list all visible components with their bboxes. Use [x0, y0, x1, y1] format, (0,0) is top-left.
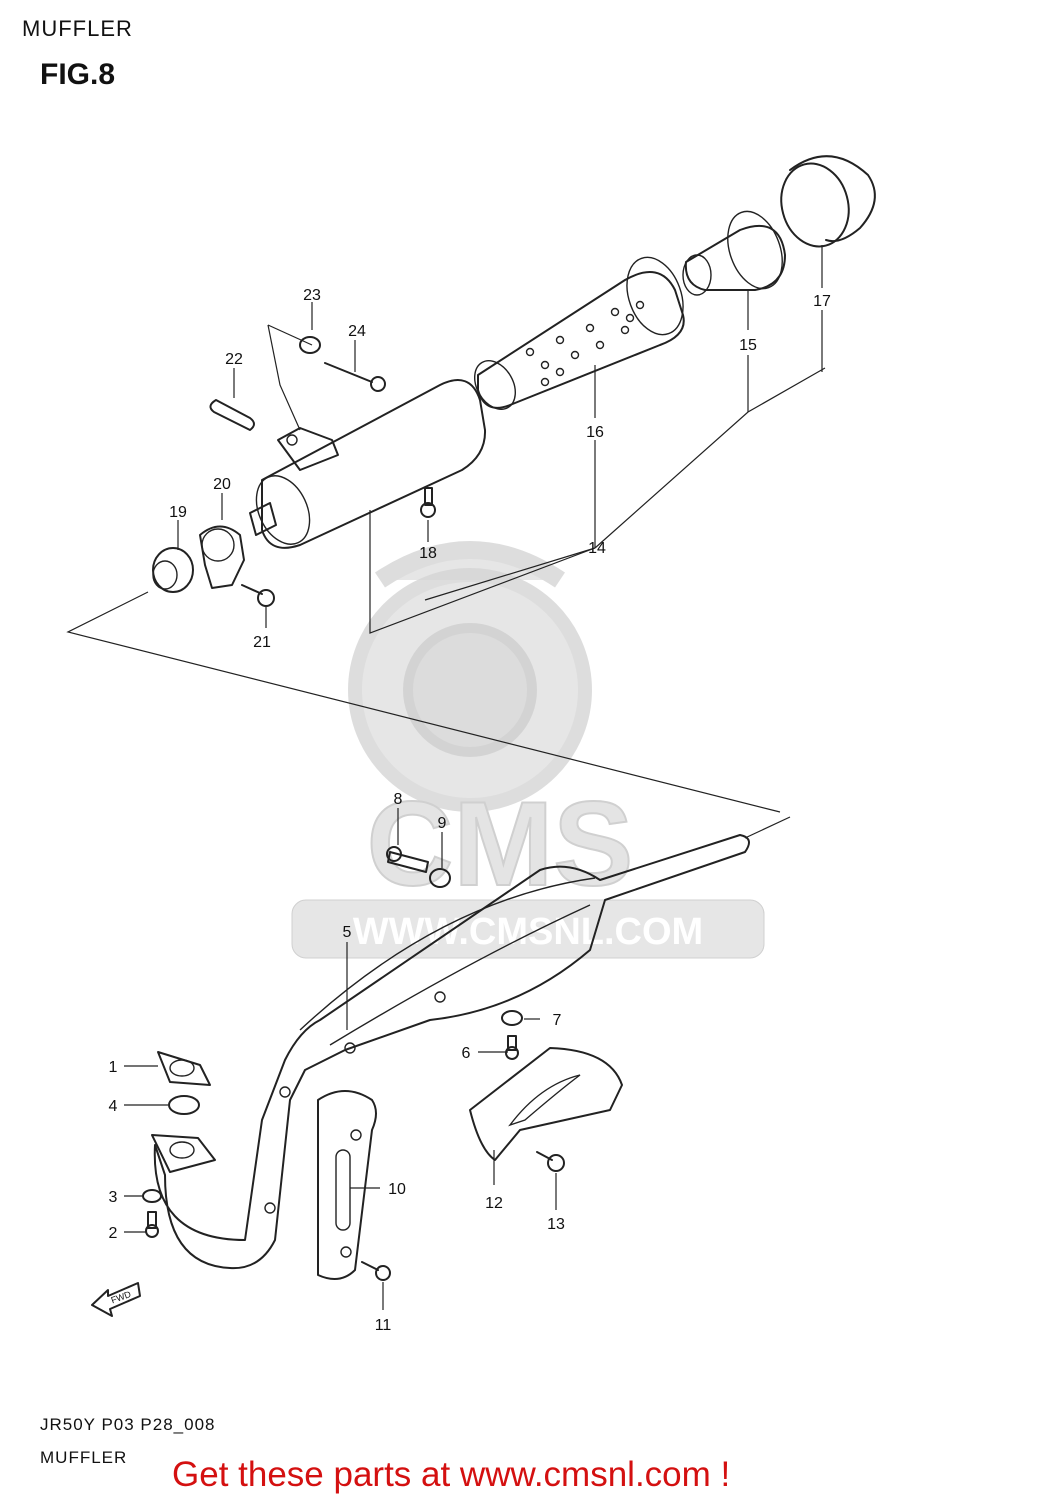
model-code: JR50Y P03 P28_008 — [40, 1415, 216, 1434]
callout-13: 13 — [547, 1216, 565, 1233]
callout-16: 16 — [586, 424, 604, 441]
callout-20: 20 — [213, 476, 231, 493]
callout-9: 9 — [438, 815, 447, 832]
callout-7: 7 — [553, 1012, 562, 1029]
section-title: MUFFLER — [22, 16, 133, 41]
callout-22: 22 — [225, 351, 243, 368]
callout-1: 1 — [109, 1059, 118, 1076]
callout-15: 15 — [739, 337, 757, 354]
callout-14: 14 — [588, 540, 606, 557]
callout-17: 17 — [813, 293, 831, 310]
callout-4: 4 — [109, 1098, 118, 1115]
callout-19: 19 — [169, 504, 187, 521]
figure-label: FIG.8 — [40, 58, 116, 91]
exhaust-pipe-assembly — [142, 834, 750, 1281]
promo-link[interactable]: Get these parts at www.cmsnl.com ! — [172, 1455, 731, 1494]
callout-21: 21 — [253, 634, 271, 651]
callout-numbers: 1 2 3 4 5 6 7 8 9 10 11 12 13 14 15 16 1… — [109, 287, 831, 1334]
callout-11: 11 — [375, 1317, 392, 1334]
callout-23: 23 — [303, 287, 321, 304]
silencer-assembly — [152, 155, 876, 607]
callout-3: 3 — [109, 1189, 118, 1206]
callout-24: 24 — [348, 323, 366, 340]
callout-12: 12 — [485, 1195, 503, 1212]
fwd-label: FWD — [110, 1289, 133, 1306]
callout-8: 8 — [394, 791, 403, 808]
reference-lines — [66, 324, 826, 839]
callout-5: 5 — [343, 924, 352, 941]
watermark-brand: CMS — [367, 777, 634, 911]
callout-leaders — [124, 245, 823, 1310]
callout-10: 10 — [388, 1181, 406, 1198]
fwd-direction-badge: FWD — [91, 1282, 141, 1317]
watermark-url: WWW.CMSNL.COM — [353, 911, 703, 953]
callout-18: 18 — [419, 545, 437, 562]
callout-2: 2 — [109, 1225, 118, 1242]
section-name: MUFFLER — [40, 1448, 128, 1467]
watermark-logo: CMS WWW.CMSNL.COM — [291, 541, 765, 959]
callout-6: 6 — [462, 1045, 471, 1062]
